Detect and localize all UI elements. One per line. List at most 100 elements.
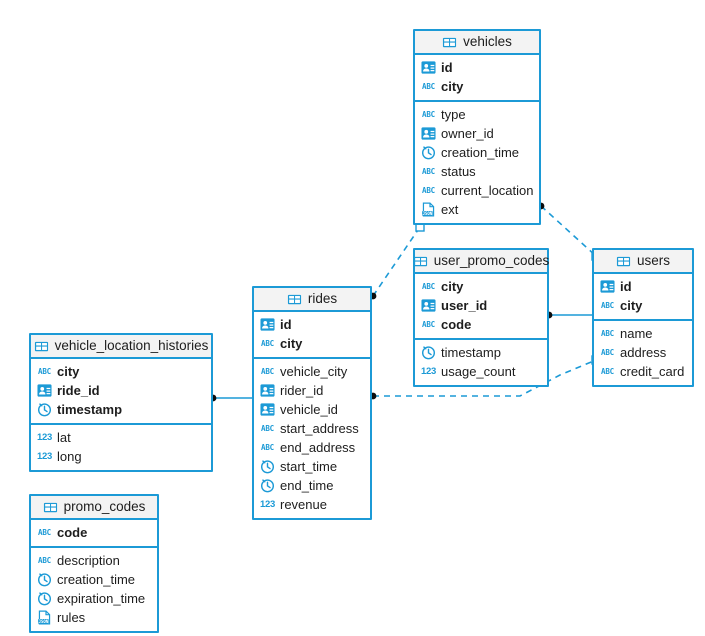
table-header-promo_codes[interactable]: promo_codes	[31, 496, 157, 520]
field-label: current_location	[441, 183, 534, 198]
table-header-vehicle_location_histories[interactable]: vehicle_location_histories	[31, 335, 211, 359]
column-field[interactable]: ABC type	[415, 105, 539, 124]
table-header-user_promo_codes[interactable]: user_promo_codes	[413, 250, 549, 274]
primary-key-field[interactable]: id	[415, 58, 539, 77]
table-title: rides	[307, 291, 338, 307]
field-label: name	[620, 326, 653, 341]
primary-key-field[interactable]: ride_id	[31, 381, 211, 400]
123-number-icon: 123	[260, 498, 275, 510]
clock-icon	[421, 145, 436, 160]
column-field[interactable]: ABC start_address	[254, 419, 370, 438]
field-label: type	[441, 107, 466, 122]
column-field[interactable]: timestamp	[415, 343, 547, 362]
table-header-rides[interactable]: rides	[254, 288, 370, 312]
table-header-users[interactable]: users	[594, 250, 692, 274]
field-label: ext	[441, 202, 459, 217]
primary-key-field[interactable]: ABC city	[415, 277, 547, 296]
column-field[interactable]: start_time	[254, 457, 370, 476]
table-grid-icon	[43, 500, 58, 515]
primary-key-field[interactable]: user_id	[415, 296, 547, 315]
column-field[interactable]: expiration_time	[31, 589, 157, 608]
field-label: city	[280, 336, 303, 351]
column-field[interactable]: vehicle_id	[254, 400, 370, 419]
abc-text-icon: ABC	[261, 442, 274, 452]
field-label: description	[57, 553, 120, 568]
primary-key-field[interactable]: id	[254, 315, 370, 334]
field-label: start_address	[280, 421, 359, 436]
relationship-line	[540, 205, 597, 257]
abc-text-icon: ABC	[261, 366, 274, 376]
field-label: vehicle_id	[280, 402, 338, 417]
field-label: expiration_time	[57, 591, 146, 606]
column-field[interactable]: end_time	[254, 476, 370, 495]
123-number-icon: 123	[37, 450, 52, 462]
field-label: rider_id	[280, 383, 324, 398]
relationship-rel-users-user_promo_codes[interactable]	[545, 311, 592, 319]
json-document-icon: JSON	[37, 610, 52, 625]
field-label: status	[441, 164, 476, 179]
primary-key-field[interactable]: timestamp	[31, 400, 211, 419]
abc-text-icon: ABC	[38, 366, 51, 376]
abc-text-icon: ABC	[422, 185, 435, 195]
field-label: city	[441, 279, 464, 294]
field-label: credit_card	[620, 364, 685, 379]
123-number-icon: 123	[37, 431, 52, 443]
relationship-rel-vlh-rides[interactable]	[209, 394, 252, 402]
field-label: rules	[57, 610, 86, 625]
field-label: address	[620, 345, 667, 360]
column-field[interactable]: creation_time	[415, 143, 539, 162]
id-card-icon	[260, 383, 275, 398]
primary-key-field[interactable]: id	[594, 277, 692, 296]
column-field[interactable]: rider_id	[254, 381, 370, 400]
column-field[interactable]: ABC credit_card	[594, 362, 692, 381]
id-card-icon	[37, 383, 52, 398]
abc-text-icon: ABC	[422, 281, 435, 291]
abc-text-icon: ABC	[261, 423, 274, 433]
field-label: city	[441, 79, 464, 94]
table-title: vehicles	[463, 34, 512, 50]
clock-icon	[260, 459, 275, 474]
field-label: owner_id	[441, 126, 494, 141]
id-card-icon	[421, 60, 436, 75]
column-field[interactable]: JSON rules	[31, 608, 157, 627]
abc-text-icon: ABC	[601, 366, 614, 376]
field-label: ride_id	[57, 383, 100, 398]
column-field[interactable]: ABC current_location	[415, 181, 539, 200]
column-field[interactable]: owner_id	[415, 124, 539, 143]
column-field[interactable]: creation_time	[31, 570, 157, 589]
table-header-vehicles[interactable]: vehicles	[415, 31, 539, 55]
field-label: code	[441, 317, 472, 332]
field-label: city	[620, 298, 643, 313]
123-number-icon: 123	[421, 365, 436, 377]
abc-text-icon: ABC	[422, 109, 435, 119]
